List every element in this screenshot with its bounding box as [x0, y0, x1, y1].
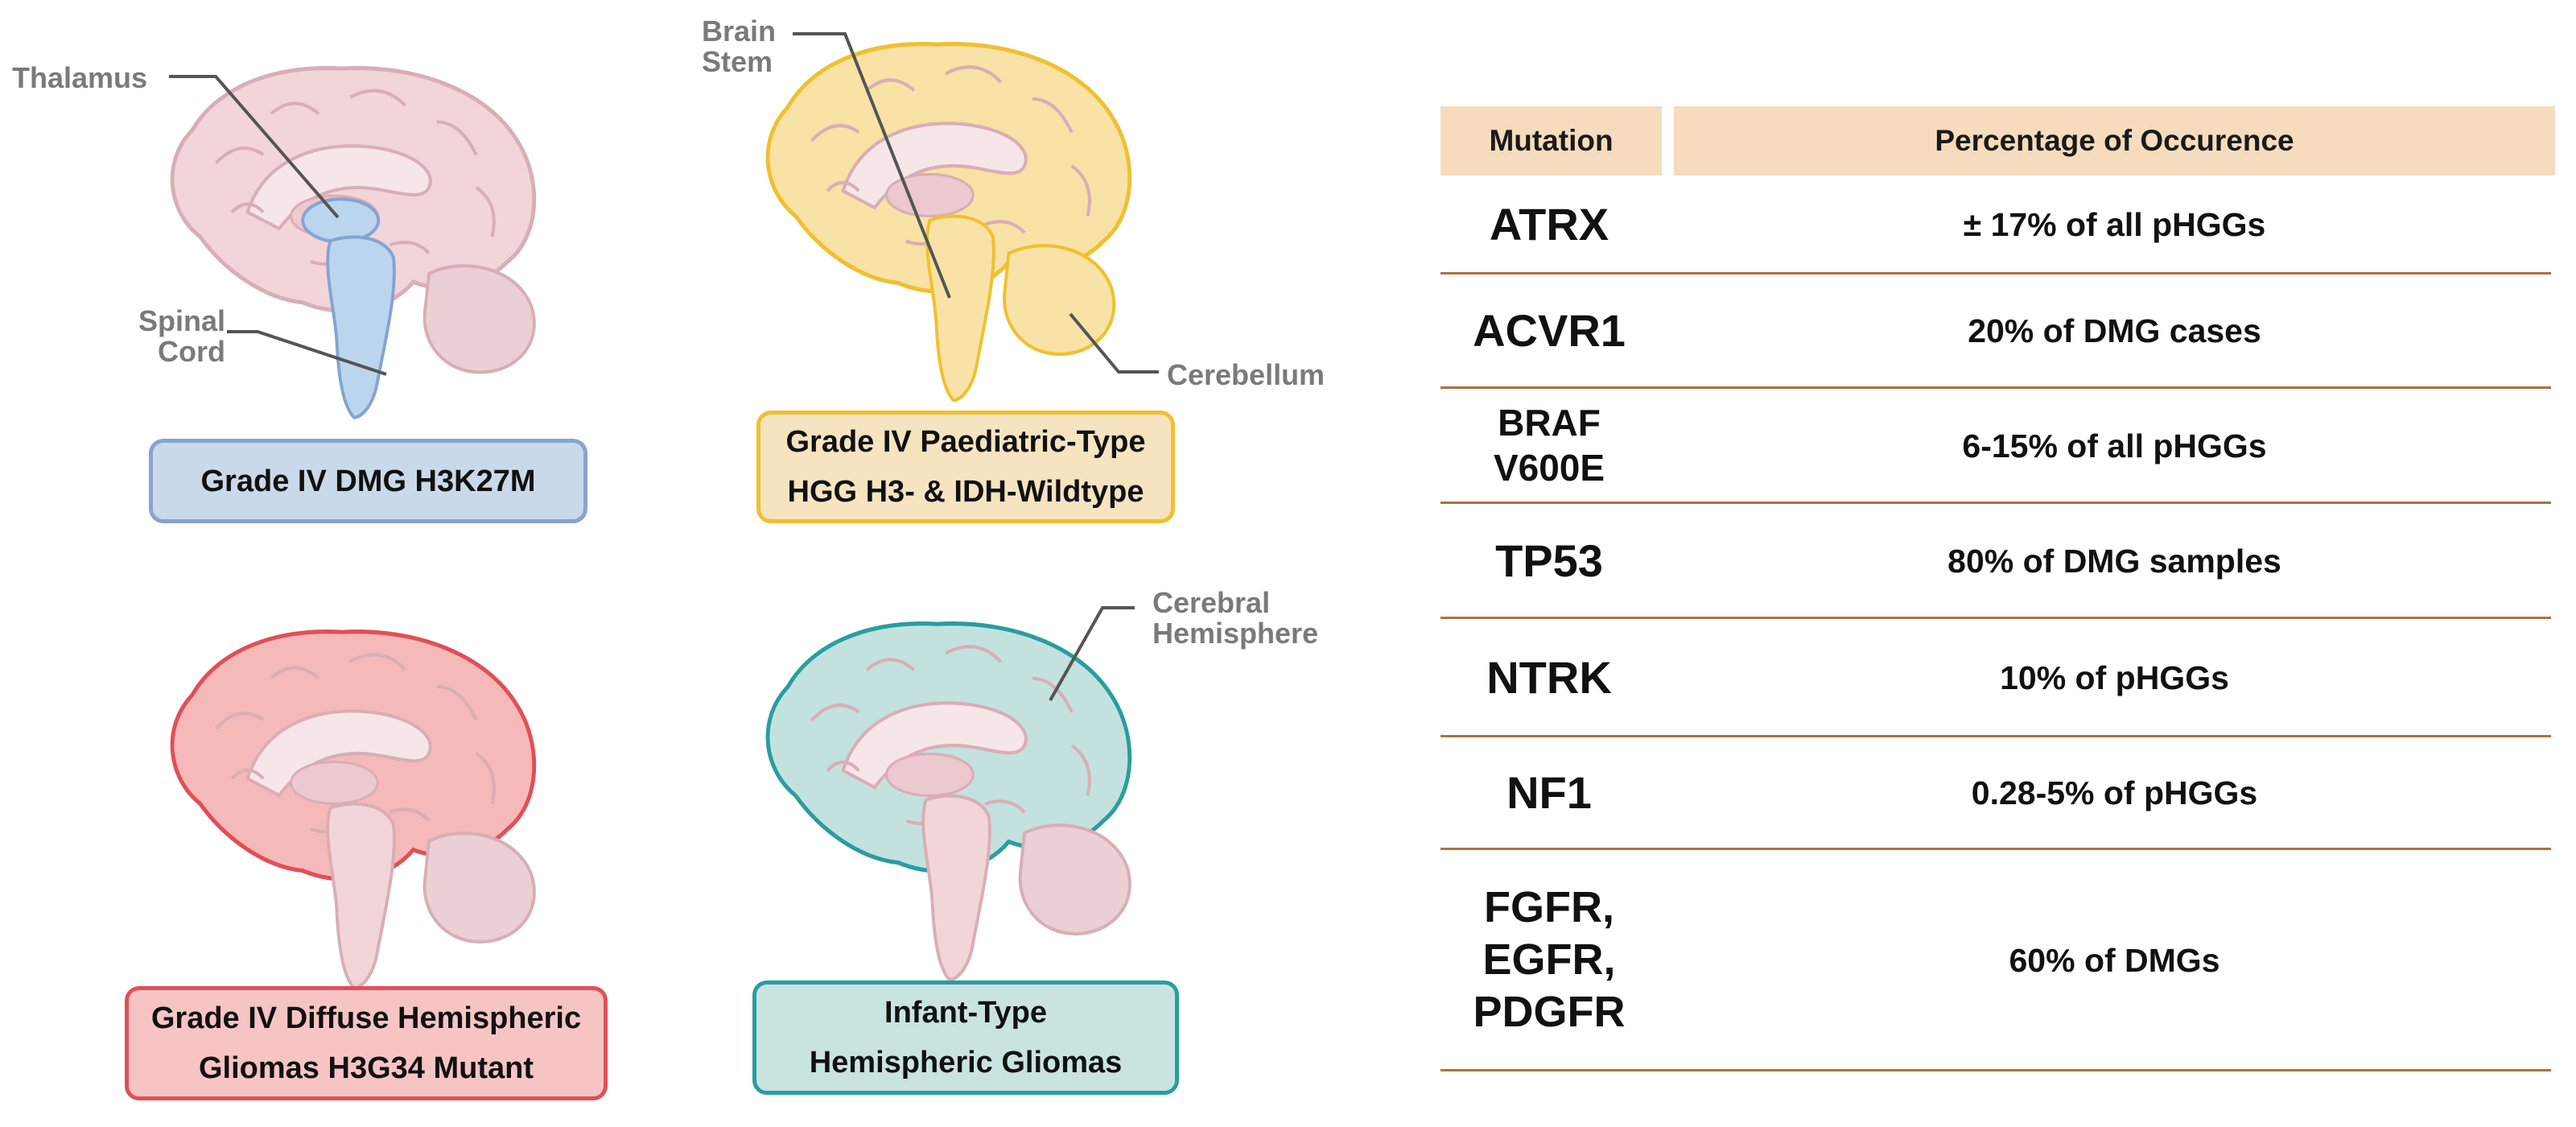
thalamus-region	[301, 197, 381, 244]
badge-infant-type: Infant-Type Hemispheric Gliomas	[752, 980, 1179, 1095]
brain-infant-type	[768, 624, 1130, 980]
badge-diffuse-hemispheric: Grade IV Diffuse Hemispheric Gliomas H3G…	[125, 986, 608, 1100]
row-divider	[1440, 386, 2551, 389]
brain-dmg	[172, 68, 534, 418]
percentage-cell: 80% of DMG samples	[1947, 542, 2281, 580]
header-mutation: Mutation	[1440, 106, 1662, 175]
row-divider	[1440, 1069, 2551, 1071]
badge-dmg-h3k27m: Grade IV DMG H3K27M	[149, 439, 587, 523]
brain-diffuse-hemispheric	[172, 632, 534, 989]
thalamus-leader	[169, 75, 340, 219]
row-divider	[1440, 272, 2551, 275]
cerebral-hemisphere-leader	[1049, 606, 1135, 701]
badge-paediatric-type: Grade IV Paediatric-Type HGG H3- & IDH-W…	[756, 411, 1175, 523]
percentage-cell: 0.28-5% of pHGGs	[1971, 774, 2258, 811]
mutation-cell: TP53	[1495, 535, 1603, 586]
mutation-cell: ATRX	[1489, 199, 1609, 250]
mutation-cell: ACVR1	[1473, 305, 1626, 357]
percentage-cell: 6-15% of all pHGGs	[1962, 427, 2267, 464]
percentage-cell: 60% of DMGs	[2009, 941, 2220, 979]
thalamus-label: Thalamus	[12, 61, 148, 94]
mutation-cell: BRAF V600E	[1493, 402, 1605, 489]
cerebral-hemisphere-label: Cerebral Hemisphere	[1152, 586, 1319, 650]
spinal-cord-label: Spinal Cord	[138, 304, 225, 368]
row-divider	[1440, 617, 2551, 619]
brain-paediatric	[768, 44, 1130, 401]
brain-stem-leader	[793, 32, 951, 299]
percentage-cell: 10% of pHGGs	[2000, 658, 2229, 696]
mutation-cell: FGFR, EGFR, PDGFR	[1473, 883, 1626, 1036]
brain-stem-label: Brain Stem	[702, 14, 777, 78]
row-divider	[1440, 735, 2551, 737]
percentage-cell: ± 17% of all pHGGs	[1963, 206, 2266, 243]
spinal-cord-leader	[227, 330, 387, 376]
header-percentage: Percentage of Occurence	[1674, 106, 2555, 175]
mutation-cell: NTRK	[1486, 651, 1612, 703]
cerebellum-leader	[1069, 312, 1159, 374]
row-divider	[1440, 502, 2551, 504]
mutation-cell: NF1	[1506, 767, 1592, 819]
brain-illustrations	[169, 32, 1159, 1127]
row-divider	[1440, 848, 2551, 850]
percentage-cell: 20% of DMG cases	[1968, 312, 2261, 349]
leader-lines	[169, 32, 1159, 701]
cerebellum-label: Cerebellum	[1167, 358, 1325, 391]
